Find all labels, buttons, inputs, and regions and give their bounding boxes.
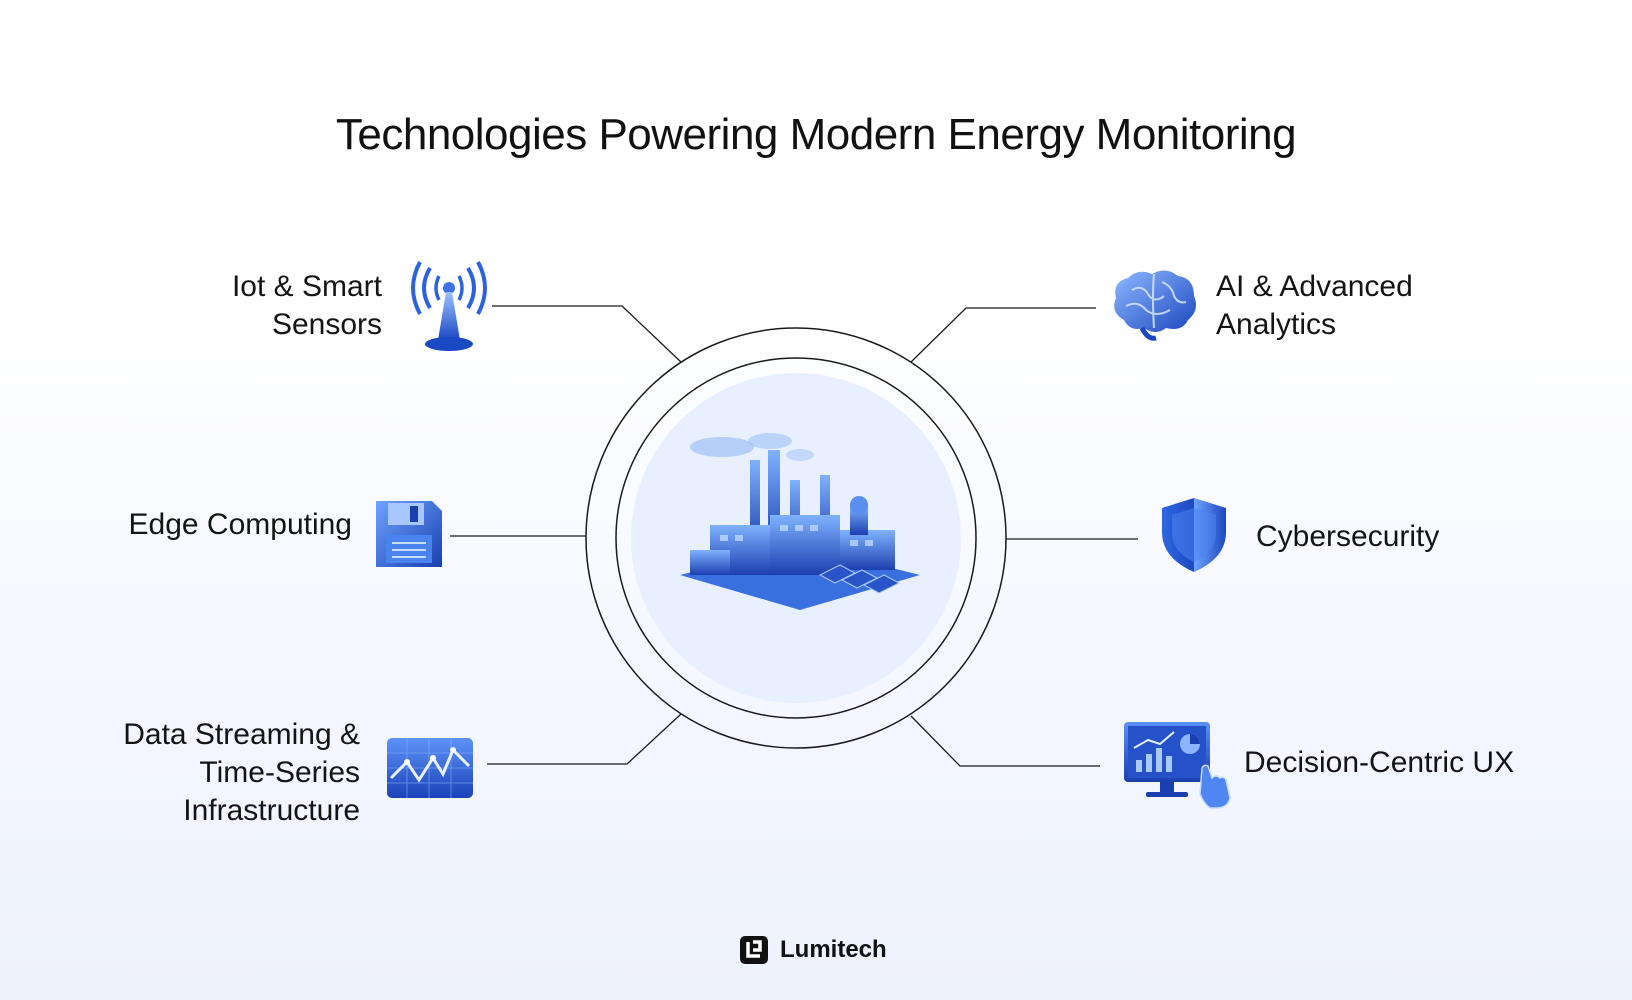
dashboard-touch-icon (1124, 722, 1231, 809)
connector-streaming (487, 713, 682, 765)
label-iot-smart-sensors: Iot & Smart Sensors (231, 270, 382, 341)
diagram-title: Technologies Powering Modern Energy Moni… (335, 110, 1297, 159)
antenna-signal-icon (411, 261, 487, 351)
factory-icon (680, 433, 920, 610)
shield-icon (1162, 498, 1226, 572)
brand-logo: Lumitech (740, 936, 887, 964)
label-ai-advanced-analytics: AI & Advanced Analytics (1216, 270, 1413, 341)
floppy-disk-icon (376, 501, 442, 567)
connector-ux (910, 715, 1100, 767)
label-edge-computing: Edge Computing (128, 508, 352, 541)
line-chart-monitor-icon (387, 738, 473, 798)
connector-iot (492, 305, 682, 363)
connector-ai (910, 307, 1096, 363)
inner-ring (615, 357, 977, 719)
outer-ring (585, 327, 1007, 749)
label-cybersecurity: Cybersecurity (1256, 520, 1440, 553)
label-data-streaming: Data Streaming & Time-Series Infrastruct… (123, 718, 360, 827)
lumitech-logo-icon (740, 936, 768, 964)
label-decision-centric-ux: Decision-Centric UX (1244, 746, 1515, 779)
brand-name: Lumitech (780, 936, 887, 963)
brain-icon (1114, 270, 1196, 341)
